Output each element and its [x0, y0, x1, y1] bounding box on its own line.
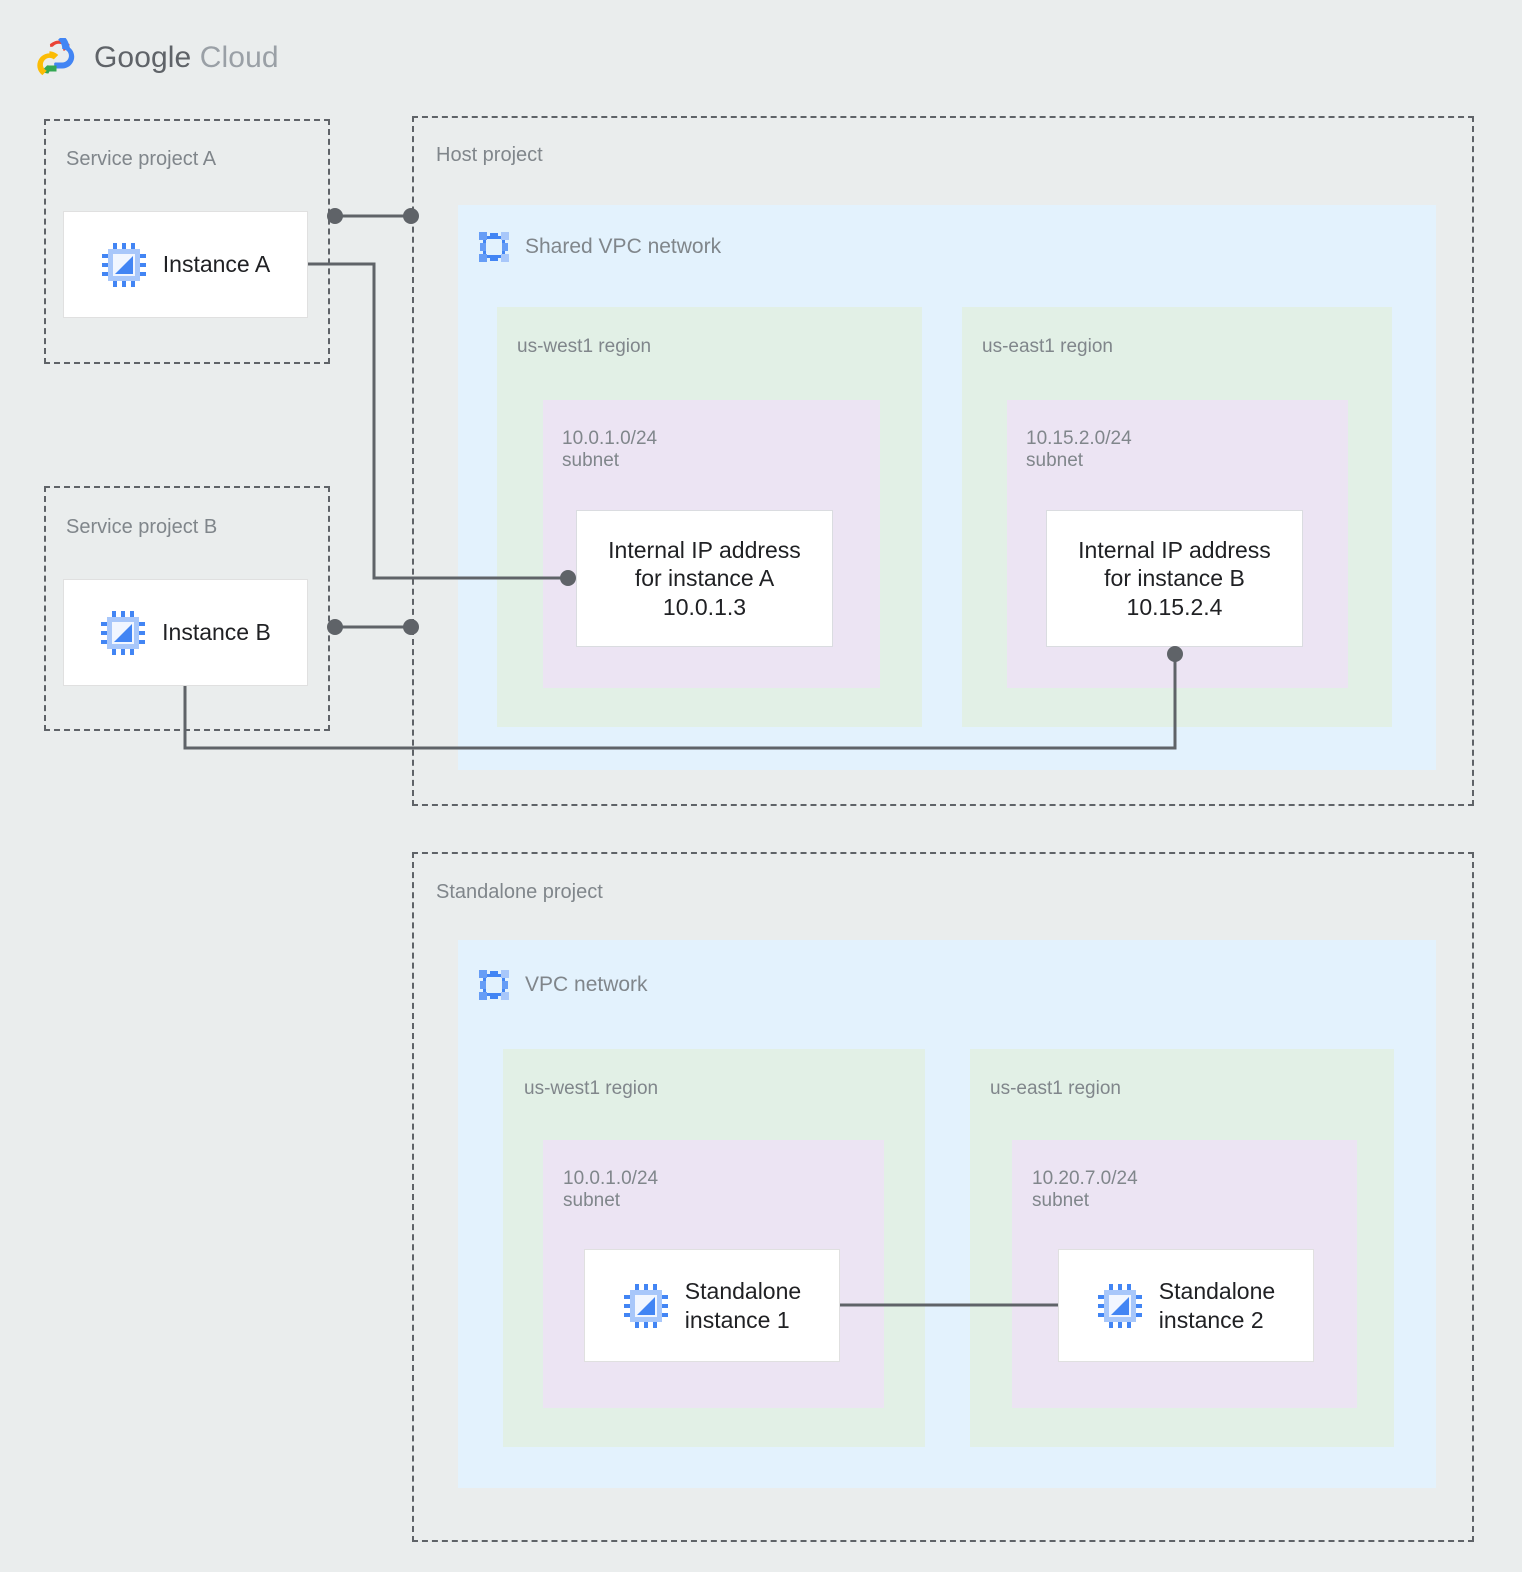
brand-google: Google — [94, 41, 192, 74]
vpc-network-icon — [477, 230, 511, 264]
shared-vpc-network-title: Shared VPC network — [525, 235, 722, 258]
subnet-type: subnet — [1026, 450, 1084, 472]
host-project-label: Host project — [436, 144, 543, 166]
vm-instance-icon — [101, 242, 147, 288]
service-project-a-label: Service project A — [66, 148, 217, 170]
subnet-type: subnet — [563, 1190, 621, 1212]
vpc-network-header: VPC network — [477, 968, 648, 1002]
region-us-east1-host-label: us-east1 region — [982, 336, 1113, 357]
standalone-instance-2-label: Standalone instance 2 — [1158, 1278, 1276, 1333]
region-us-west1-standalone-label: us-west1 region — [524, 1078, 659, 1099]
region-us-east1-standalone-label: us-east1 region — [990, 1078, 1121, 1099]
instance-a-box[interactable]: Instance A — [63, 211, 308, 318]
vm-instance-icon — [100, 610, 146, 656]
instance-a-label: Instance A — [162, 251, 271, 278]
subnet-type: subnet — [1032, 1190, 1090, 1212]
standalone-instance-1-label: Standalone instance 1 — [684, 1278, 802, 1333]
subnet-cidr: 10.0.1.0/24 — [563, 1168, 659, 1189]
subnet-cidr: 10.15.2.0/24 — [1026, 428, 1132, 449]
standalone-project-label: Standalone project — [436, 881, 603, 903]
connector-project-b-to-host — [327, 619, 419, 635]
subnet-type: subnet — [562, 450, 620, 472]
subnet-cidr: 10.0.1.0/24 — [562, 428, 658, 449]
google-cloud-logo — [36, 35, 80, 78]
brand-text: Google Cloud — [94, 41, 279, 75]
connector-project-a-to-host — [327, 208, 419, 224]
region-us-west1-host-label: us-west1 region — [517, 336, 652, 357]
google-cloud-branding: Google Cloud — [36, 35, 279, 78]
vm-instance-icon — [623, 1283, 669, 1329]
vm-instance-icon — [1097, 1283, 1143, 1329]
standalone-instance-1-box[interactable]: Standalone instance 1 — [584, 1249, 840, 1362]
vpc-network-title: VPC network — [525, 973, 648, 996]
service-project-b-label: Service project B — [66, 516, 218, 538]
service-project-a-container — [44, 119, 330, 364]
instance-b-label: Instance B — [162, 619, 271, 646]
brand-cloud: Cloud — [199, 41, 279, 74]
standalone-instance-2-box[interactable]: Standalone instance 2 — [1058, 1249, 1314, 1362]
shared-vpc-network-header: Shared VPC network — [477, 230, 721, 264]
instance-b-box[interactable]: Instance B — [63, 579, 308, 686]
standalone-project-container — [412, 852, 1474, 1542]
vpc-network-icon — [477, 968, 511, 1002]
subnet-cidr: 10.20.7.0/24 — [1032, 1168, 1138, 1189]
